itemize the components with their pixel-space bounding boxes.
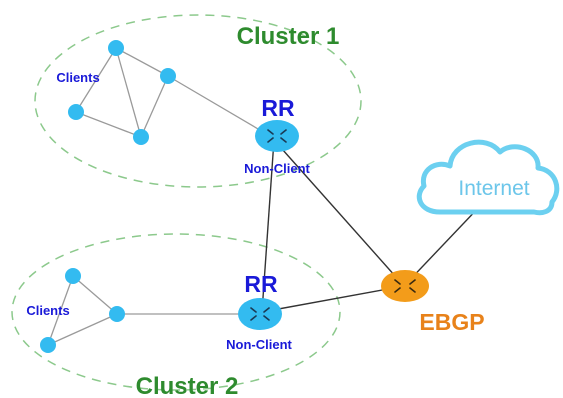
client-node xyxy=(160,68,176,84)
client-node xyxy=(65,268,81,284)
rr-router-2-icon xyxy=(238,298,282,330)
cluster-2-clients xyxy=(40,268,125,353)
client-node xyxy=(109,306,125,322)
client-node xyxy=(68,104,84,120)
cluster-1-client-links xyxy=(75,47,271,138)
cluster-2-boundary xyxy=(11,233,341,391)
cluster-2-label: Cluster 2 xyxy=(136,373,239,398)
rr-2-label: RR xyxy=(244,271,278,297)
non-client-1-label: Non-Client xyxy=(244,161,310,176)
client-node xyxy=(40,337,56,353)
internet-cloud-icon xyxy=(416,139,560,216)
internet-label: Internet xyxy=(458,177,529,200)
cluster-1-boundary xyxy=(34,14,362,188)
clients-2-label: Clients xyxy=(26,303,69,318)
cluster-1-clients xyxy=(68,40,176,145)
client-node xyxy=(133,129,149,145)
clients-1-label: Clients xyxy=(56,70,99,85)
cluster-2-client-links xyxy=(47,275,258,346)
rr-router-1-icon xyxy=(255,120,299,152)
client-node xyxy=(108,40,124,56)
cluster-1-label: Cluster 1 xyxy=(237,23,340,50)
ebgp-label: EBGP xyxy=(419,309,484,335)
rr-1-label: RR xyxy=(261,95,295,121)
non-client-2-label: Non-Client xyxy=(226,337,292,352)
ebgp-router-icon xyxy=(381,270,429,302)
